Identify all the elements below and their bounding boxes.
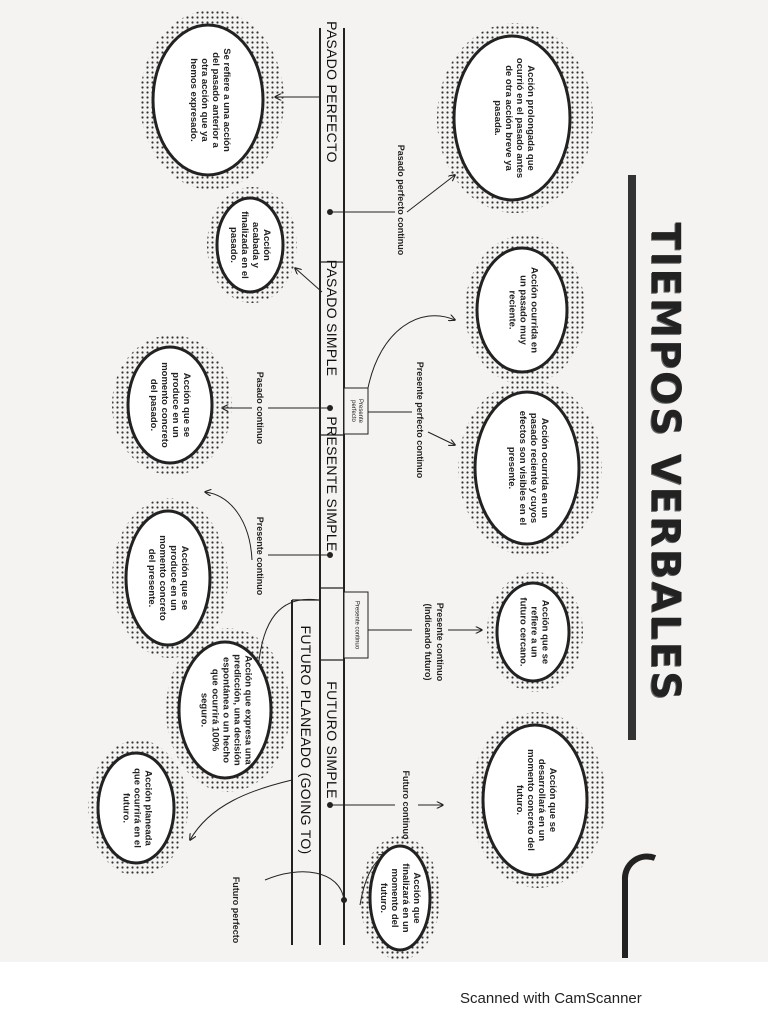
label-futuro-continuo: Futuro continuo [401, 770, 411, 840]
cloud-futuro-perfecto [360, 836, 440, 960]
tense-pasado-perfecto: PASADO PERFECTO [324, 21, 340, 163]
cloud-text-presente-continuo: Acción que se produce en un momento conc… [146, 535, 190, 621]
scanned-worksheet: TIEMPOS VERBALES PASADO PERFECTO PASADO … [0, 0, 768, 962]
cloud-presente-perfecto [465, 235, 585, 385]
label-pasado-perfecto-continuo: Pasado perfecto continuo [396, 144, 406, 256]
cloud-text-futuro-continuo: Acción que se desarrollará en un momento… [514, 749, 558, 851]
scanner-watermark: Scanned with CamScanner [460, 990, 642, 1007]
cloud-futuro-simple [166, 628, 290, 792]
cloud-text-pasado-continuo: Acción que se produce en un momento conc… [148, 362, 192, 448]
label-presente-continuo: Presente continuo [255, 516, 265, 596]
cloud-text-pasado-simple: Acción acabada y finalizada en el pasado… [228, 211, 272, 279]
label-indicando-futuro: (Indicando futuro) [423, 603, 433, 681]
cloud-text-futuro-perfecto: Acción que finalizará en un momento del … [378, 863, 422, 933]
presente-continuo-box [343, 591, 369, 659]
cloud-text-presente-continuo-futuro: Acción que se refiere a un futuro cercan… [517, 597, 551, 667]
partial-letter-c [621, 853, 657, 958]
cloud-presente-perfecto-continuo [458, 380, 602, 556]
cloud-text-pasado-perfecto: Se refiere a una acción del pasado anter… [188, 48, 232, 152]
box-presente-perfecto-label: Presente perfecto [350, 398, 363, 423]
label-futuro-perfecto: Futuro perfecto [231, 876, 241, 944]
label-presente-continuo-futuro: Presente continuo [435, 602, 445, 682]
cloud-futuro-planeado [88, 740, 188, 876]
tense-pasado-simple: PASADO SIMPLE [324, 259, 340, 377]
tense-futuro-simple: FUTURO SIMPLE [324, 681, 340, 799]
cloud-text-presente-perfecto-continuo: Acción ocurrida en un pasado reciente y … [506, 410, 550, 526]
cloud-presente-continuo-futuro [487, 572, 583, 692]
tense-futuro-planeado: FUTURO PLANEADO (GOING TO) [298, 625, 314, 855]
page-title: TIEMPOS VERBALES [642, 222, 688, 702]
title-underline [628, 175, 636, 740]
box-presente-continuo-label: Presente continuo [353, 600, 360, 650]
cloud-pasado-perfecto [140, 10, 284, 190]
presente-perfecto-box [343, 387, 369, 435]
label-presente-perfecto-continuo: Presente perfecto continuo [415, 361, 425, 479]
timeline-diagram [88, 10, 657, 960]
cloud-pasado-continuo [112, 335, 232, 475]
cloud-text-futuro-simple: Acción que expresa una predicción, una d… [198, 654, 254, 766]
cloud-presente-continuo [112, 498, 228, 658]
cloud-text-presente-perfecto: Acción ocurrida en un pasado muy recient… [506, 266, 540, 354]
tense-presente-simple: PRESENTE SIMPLE [324, 416, 340, 552]
cloud-text-pasado-perfecto-continuo: Acción prolongada que ocurrió en el pasa… [492, 57, 536, 179]
cloud-futuro-continuo [470, 712, 606, 888]
cloud-pasado-perfecto-continuo [437, 23, 593, 213]
label-pasado-continuo: Pasado continuo [255, 371, 265, 445]
cloud-pasado-simple [207, 187, 297, 303]
cloud-text-futuro-planeado: Acción planeada que ocurrirá en el futur… [120, 768, 154, 848]
